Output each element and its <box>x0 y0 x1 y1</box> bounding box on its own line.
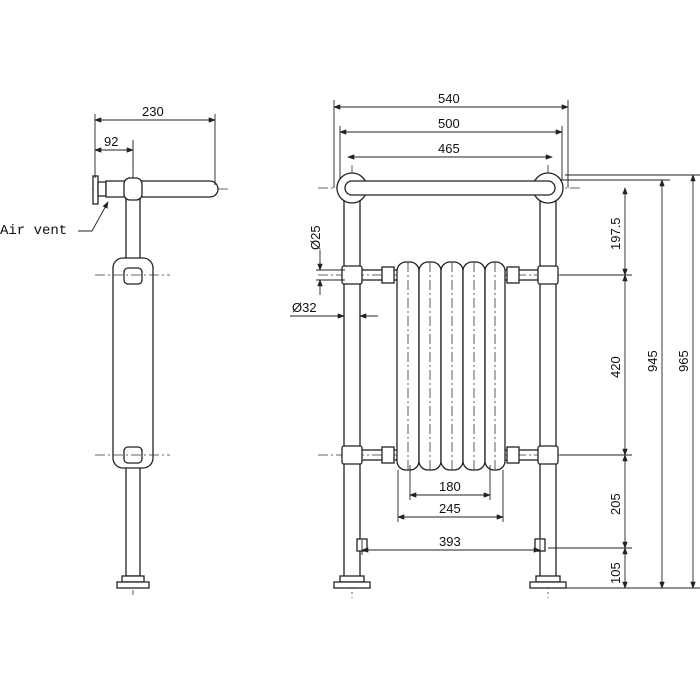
dim-230: 230 <box>142 104 164 119</box>
dim-945: 945 <box>645 350 660 372</box>
dim-dia-25: Ø25 <box>308 225 323 250</box>
radiator-columns <box>396 261 506 471</box>
front-view: 540 500 465 197.5 420 205 105 945 965 18… <box>290 91 700 598</box>
dim-465: 465 <box>438 141 460 156</box>
dim-540: 540 <box>438 91 460 106</box>
dim-205: 205 <box>608 493 623 515</box>
air-vent-label: Air vent <box>0 223 67 239</box>
dim-500: 500 <box>438 116 460 131</box>
right-post <box>539 195 557 579</box>
dim-92: 92 <box>104 134 118 149</box>
dim-dia-32: Ø32 <box>292 300 317 315</box>
dim-245: 245 <box>439 501 461 516</box>
side-foot <box>116 581 150 589</box>
radiator-side-profile <box>112 257 154 469</box>
dim-180: 180 <box>439 479 461 494</box>
dim-393: 393 <box>439 534 461 549</box>
dim-197-5: 197.5 <box>608 217 623 250</box>
right-foot <box>529 581 567 589</box>
side-view: 230 92 Air vent <box>0 104 230 595</box>
dim-420: 420 <box>608 356 623 378</box>
top-arm <box>105 180 219 198</box>
wall-plate <box>92 175 99 205</box>
top-rail <box>344 180 556 196</box>
left-foot <box>333 581 371 589</box>
dim-965: 965 <box>676 350 691 372</box>
dim-105: 105 <box>608 562 623 584</box>
left-post <box>343 195 361 579</box>
